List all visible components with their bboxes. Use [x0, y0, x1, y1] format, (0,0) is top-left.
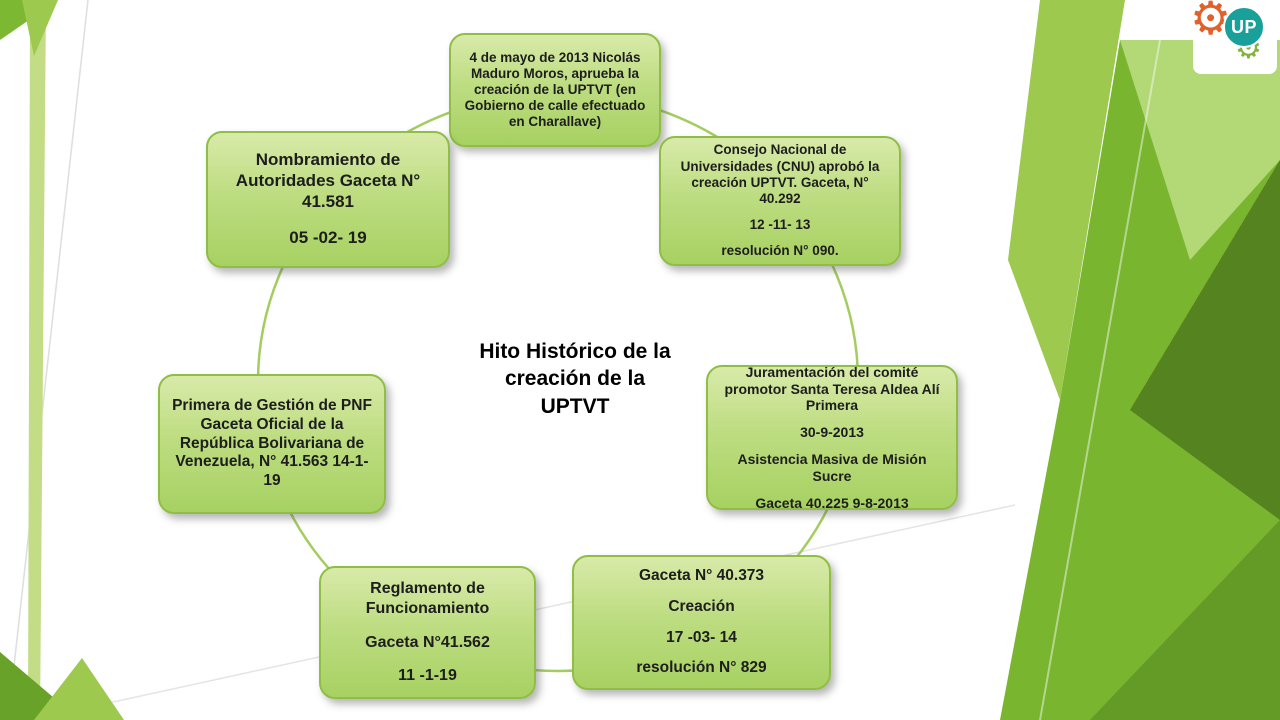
node-text: resolución N° 090. — [721, 243, 839, 259]
node-text: Reglamento de Funcionamiento — [365, 580, 490, 617]
node-primera-gestion-pnf: Primera de Gestión de PNF Gaceta Oficial… — [158, 374, 386, 514]
node-text: Juramentación del comité promotor Santa … — [724, 363, 940, 414]
logo-text: UP — [1230, 16, 1257, 37]
node-text: Gaceta N° 40.373 — [638, 567, 765, 585]
node-gaceta-creacion: Gaceta N° 40.373 Creación 17 -03- 14 res… — [572, 555, 831, 690]
node-text: 17 -03- 14 — [666, 628, 737, 646]
uptvt-logo: ⚙ ⚙ UP — [1190, 0, 1277, 74]
diagram-title: Hito Histórico de la creación de la UPTV… — [479, 340, 671, 418]
node-text: 05 -02- 19 — [289, 228, 367, 248]
right-decoration — [1000, 0, 1280, 720]
node-text: Primera de Gestión de PNF Gaceta Oficial… — [172, 396, 372, 490]
node-reglamento-funcionamiento: Reglamento de Funcionamiento Gaceta N°41… — [319, 566, 536, 699]
logo-up-circle: UP — [1223, 6, 1265, 48]
node-nombramiento-autoridades: Nombramiento de Autoridades Gaceta N° 41… — [206, 131, 450, 268]
node-cnu-aprobacion: Consejo Nacional de Universidades (CNU) … — [659, 136, 901, 266]
node-text: 30-9-2013 — [800, 424, 864, 441]
node-text: Consejo Nacional de Universidades (CNU) … — [680, 142, 880, 206]
node-text: resolución N° 829 — [636, 659, 767, 677]
node-text: Nombramiento de Autoridades Gaceta N° 41… — [235, 150, 421, 211]
node-text: Gaceta 40.225 9-8-2013 — [755, 494, 909, 511]
node-juramentacion-comite: Juramentación del comité promotor Santa … — [706, 363, 958, 511]
node-text: Gaceta N°41.562 — [365, 633, 490, 651]
node-creacion-uptvt: 4 de mayo de 2013 Nicolás Maduro Moros, … — [449, 33, 661, 147]
node-text: Creación — [668, 597, 735, 615]
node-text: 11 -1-19 — [398, 667, 457, 685]
left-decoration — [0, 0, 124, 720]
node-text: 4 de mayo de 2013 Nicolás Maduro Moros, … — [464, 50, 646, 129]
node-text: Asistencia Masiva de Misión Sucre — [737, 450, 927, 484]
node-text: 12 -11- 13 — [749, 217, 811, 233]
